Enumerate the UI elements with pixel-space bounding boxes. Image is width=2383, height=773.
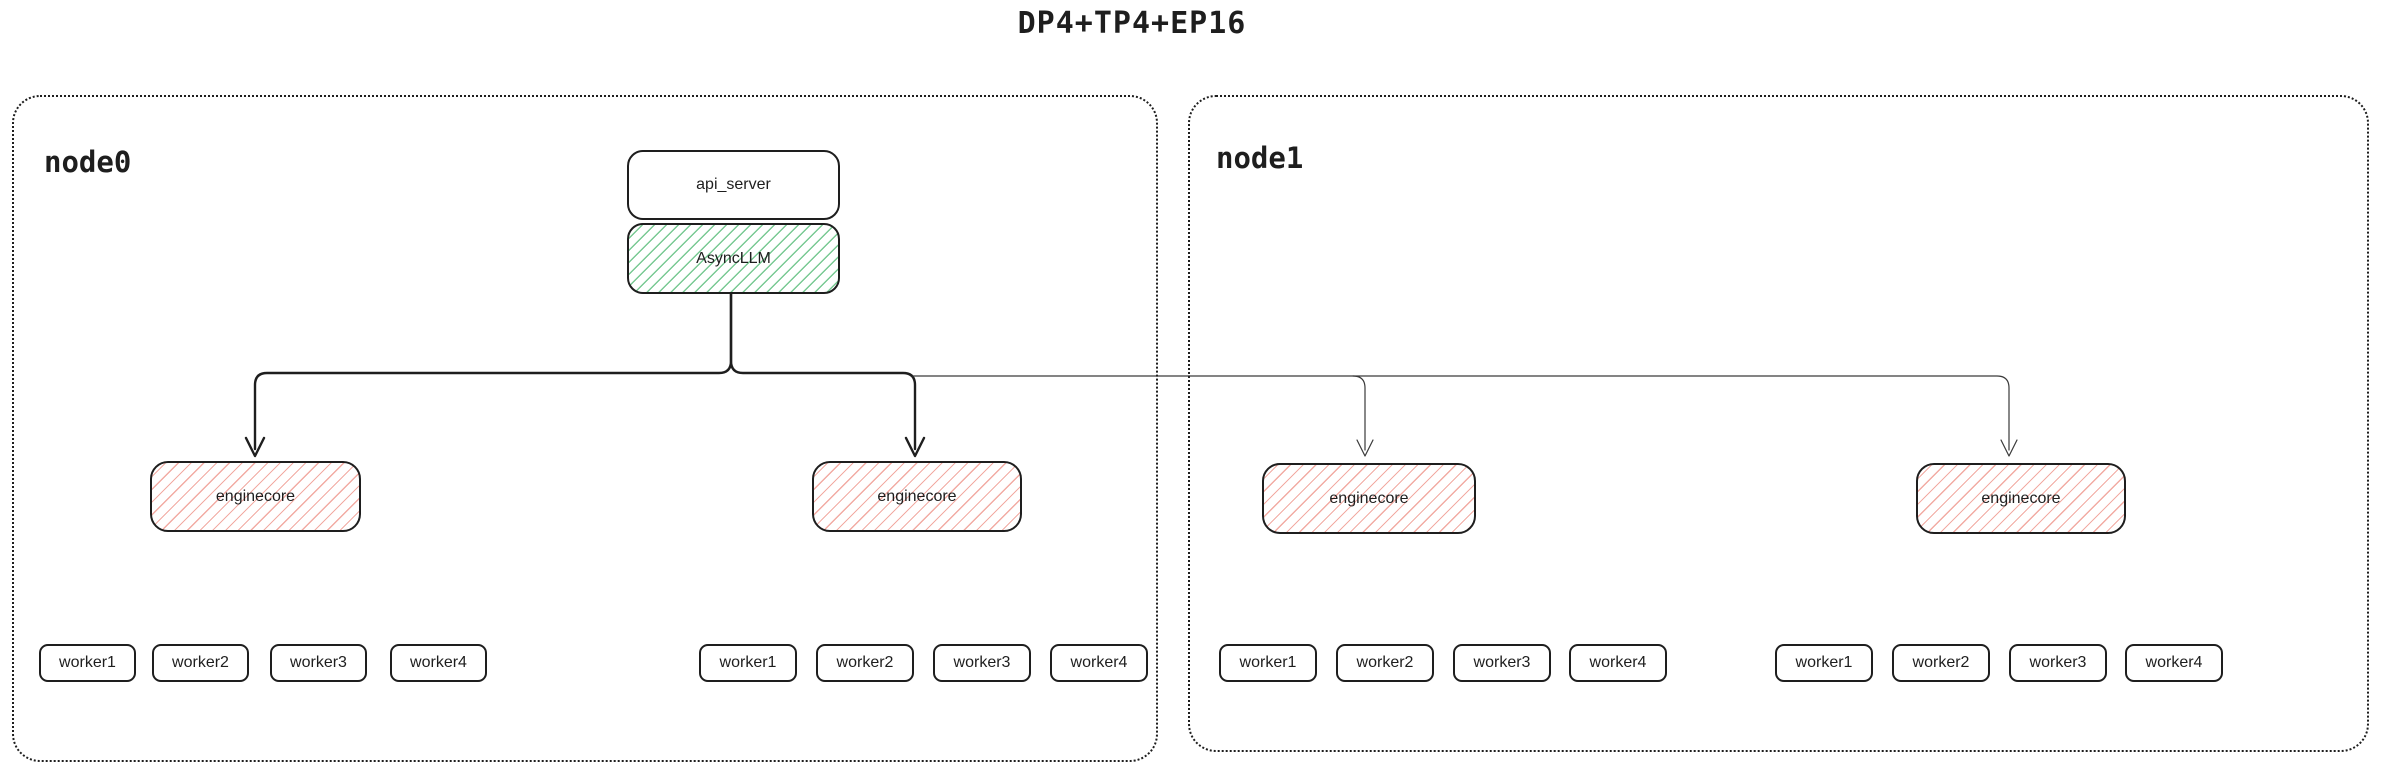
worker-label: worker3: [1473, 654, 1531, 671]
worker-label: worker4: [2145, 654, 2203, 671]
worker-box: worker1: [39, 644, 136, 682]
asyncllm-box: AsyncLLM: [627, 223, 840, 294]
worker-label: worker2: [1912, 654, 1970, 671]
worker-label: worker1: [59, 654, 116, 671]
node0-enginecore-1-box: enginecore: [150, 461, 361, 532]
asyncllm-label: AsyncLLM: [696, 249, 771, 267]
worker-box: worker4: [1050, 644, 1148, 682]
worker-box: worker2: [152, 644, 249, 682]
diagram-title: DP4+TP4+EP16: [1017, 6, 1247, 41]
node0-label: node0: [44, 145, 132, 179]
worker-box: worker1: [1219, 644, 1317, 682]
worker-label: worker3: [290, 654, 347, 671]
api-server-box: api_server: [627, 150, 840, 220]
worker-box: worker3: [1453, 644, 1551, 682]
worker-box: worker4: [2125, 644, 2223, 682]
worker-label: worker3: [2029, 654, 2087, 671]
enginecore-label: enginecore: [215, 487, 296, 505]
worker-label: worker3: [953, 654, 1011, 671]
worker-box: worker3: [270, 644, 367, 682]
worker-label: worker4: [410, 654, 467, 671]
worker-box: worker4: [390, 644, 487, 682]
worker-box: worker3: [2009, 644, 2107, 682]
enginecore-label: enginecore: [1981, 489, 2061, 507]
worker-box: worker1: [699, 644, 797, 682]
worker-box: worker2: [1892, 644, 1990, 682]
worker-label: worker4: [1589, 654, 1647, 671]
node0-enginecore-2-box: enginecore: [812, 461, 1022, 532]
node1-label: node1: [1216, 141, 1304, 175]
node1-enginecore-2-box: enginecore: [1916, 463, 2126, 534]
enginecore-label: enginecore: [877, 487, 957, 505]
worker-label: worker2: [172, 654, 229, 671]
node0-container: node0 api_server AsyncLLM enginecore eng…: [12, 95, 1158, 762]
worker-label: worker1: [1795, 654, 1853, 671]
worker-box: worker2: [1336, 644, 1434, 682]
enginecore-label: enginecore: [1329, 489, 1409, 507]
worker-box: worker3: [933, 644, 1031, 682]
worker-box: worker4: [1569, 644, 1667, 682]
node1-enginecore-1-box: enginecore: [1262, 463, 1476, 534]
worker-label: worker2: [1356, 654, 1414, 671]
api-server-label: api_server: [696, 176, 771, 193]
worker-box: worker2: [816, 644, 914, 682]
worker-label: worker1: [719, 654, 777, 671]
worker-label: worker2: [836, 654, 894, 671]
worker-label: worker1: [1239, 654, 1297, 671]
worker-box: worker1: [1775, 644, 1873, 682]
node1-container: node1 enginecore enginecore worker1 work…: [1188, 95, 2369, 752]
worker-label: worker4: [1070, 654, 1128, 671]
